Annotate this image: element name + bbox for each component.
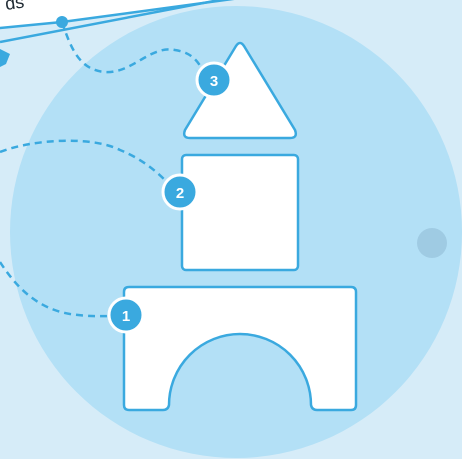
square-block [182, 155, 298, 270]
step-badge-2: 2 [163, 175, 197, 209]
step-badge-3: 3 [197, 63, 231, 97]
left-pointer-arrow [0, 46, 10, 70]
step-number-3: 3 [210, 73, 218, 90]
side-dot [417, 228, 447, 258]
step-badge-1: 1 [109, 298, 143, 332]
step-number-1: 1 [122, 308, 130, 325]
step-number-2: 2 [176, 185, 184, 202]
